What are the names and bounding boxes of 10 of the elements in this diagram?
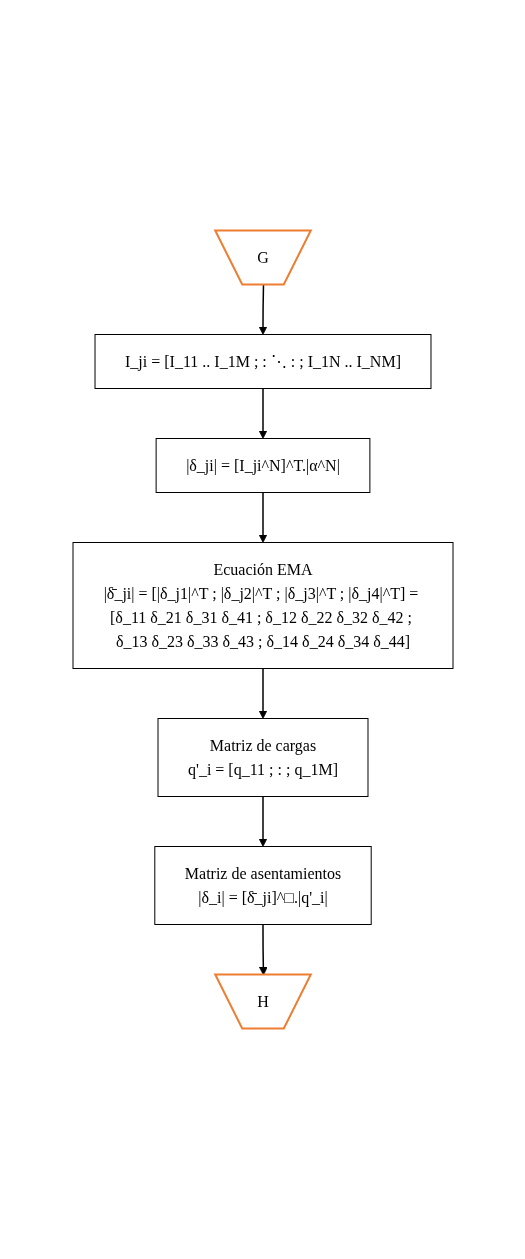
node-box: |δ_ji| = [I_ji^N]^T.|α^N| [155, 438, 370, 493]
node-box: I_ji = [I_11 .. I_1M ; : ⋱ : ; I_1N .. I_NM] [94, 334, 431, 389]
arrow [258, 491, 267, 543]
arrow [258, 667, 267, 719]
node-box: Ecuación EMA |δ̄_ji| = [|δ_j1|^T ; |δ_j2|^T ; |δ_j3|^T ; |δ_j4|^T] = [δ_11 δ_21 δ_31 δ_41 ; δ_12 δ_22 δ_32 δ_42 ; δ_13 δ_23 δ_33 δ_43 ; δ_14 δ_24 δ_34 δ_44] [72, 542, 453, 669]
arrow [258, 284, 267, 335]
arrow [258, 795, 267, 847]
node-box: Matriz de asentamientos |δ_i| = [δ̄_ji]^□.|q'_i| [153, 846, 372, 925]
arrow [258, 387, 267, 439]
node-box: Matriz de cargas q'_i = [q_11 ; : ; q_1M] [157, 718, 368, 797]
